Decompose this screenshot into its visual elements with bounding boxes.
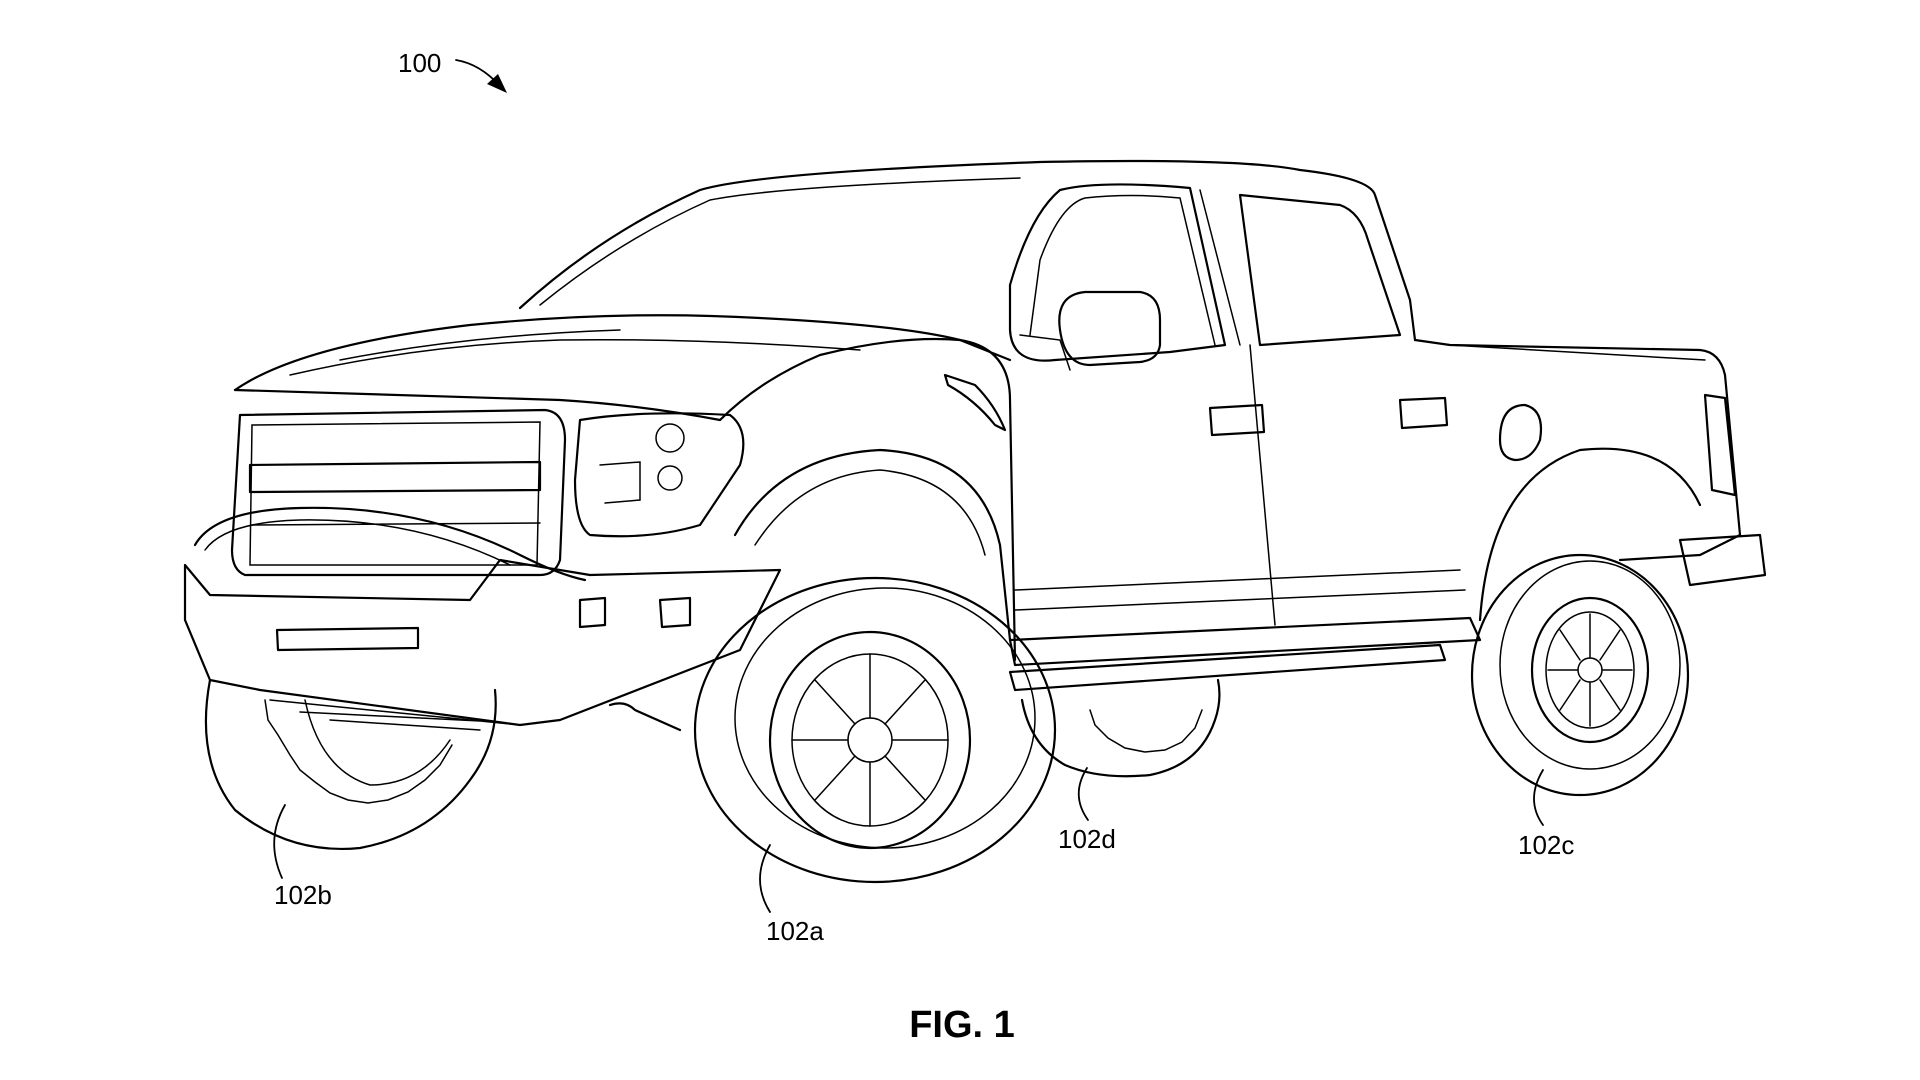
door-split	[1249, 344, 1276, 626]
rocker-panel	[1008, 616, 1482, 667]
front-wheel-arch	[733, 448, 1012, 642]
door-handle-rear	[1398, 396, 1449, 430]
body-side-line-2	[1014, 589, 1466, 611]
running-board	[1008, 643, 1447, 692]
headlight-lamp-1	[655, 423, 685, 453]
wheel-rear-left	[1020, 678, 1221, 778]
b-pillar	[1199, 189, 1241, 346]
fender-vent	[943, 373, 1007, 432]
hood-crease-1	[289, 338, 861, 376]
grille-bar	[248, 460, 542, 494]
rim-front-right	[768, 630, 972, 850]
headlight	[573, 412, 745, 538]
body-side-line	[1014, 569, 1461, 591]
spokes-front-right	[791, 653, 949, 827]
door-handle-front	[1208, 403, 1266, 437]
pickup-truck	[183, 159, 1767, 884]
skid-plate	[269, 699, 521, 731]
ref-arrowhead-vehicle	[487, 74, 507, 93]
ref-label-vehicle: 100	[398, 48, 441, 78]
rim-front-left	[304, 699, 451, 786]
spokes-rear-right	[1547, 613, 1633, 727]
front-window	[1029, 194, 1216, 346]
rear-bumper	[1678, 533, 1767, 587]
hood-front-edge	[233, 388, 722, 422]
ref-label-front-left: 102b	[274, 880, 332, 910]
tire-front-left	[204, 678, 497, 850]
tow-hook	[608, 702, 682, 732]
grille-frame	[230, 408, 567, 577]
bull-bar	[193, 506, 587, 582]
wheel-rear-right	[1470, 553, 1690, 797]
front-door-frame	[1008, 183, 1227, 362]
rear-wheel-arch	[1478, 447, 1702, 622]
side-mirror	[1058, 290, 1162, 367]
tread-front-left	[264, 699, 453, 804]
tire-tread-ring-rear-right	[1499, 560, 1681, 770]
headlight-lamp-2	[657, 465, 683, 491]
fog-light-right	[658, 596, 692, 629]
tread-rear-left	[1089, 709, 1203, 753]
hub-rear-right	[1577, 657, 1603, 683]
ref-lead-rear-right	[1533, 769, 1544, 826]
front-fender	[718, 337, 1017, 662]
fuel-door	[1498, 403, 1543, 462]
tire-rear-right	[1470, 553, 1690, 797]
bed-rail	[1449, 344, 1706, 361]
bull-bar-lower	[204, 519, 511, 566]
ref-label-rear-right: 102c	[1518, 830, 1574, 860]
hood	[233, 314, 1012, 392]
truck-bed	[1413, 338, 1742, 562]
rim-inner-rear-right	[1545, 611, 1635, 729]
wheel-front-left	[204, 678, 497, 850]
rear-window	[1238, 193, 1402, 347]
headlight-c-shape	[599, 461, 641, 504]
front-wheel-arch-inner	[754, 469, 986, 556]
ref-label-front-right: 102a	[766, 916, 824, 946]
tire-rear-left	[1020, 678, 1221, 778]
tail-light	[1703, 393, 1737, 497]
rim-rear-right	[1530, 596, 1650, 744]
tire-tread-ring-front-right	[734, 587, 1036, 849]
grille-inner	[249, 421, 541, 566]
wheel-front-right	[693, 576, 1057, 884]
mirror-arm	[1019, 334, 1071, 371]
ref-lead-rear-left	[1077, 767, 1089, 821]
ref-lead-front-right	[759, 844, 771, 913]
fog-light-left	[578, 596, 607, 629]
ref-lead-front-left	[273, 804, 286, 879]
bumper-light-bar	[275, 626, 420, 652]
cab-roof	[518, 159, 1417, 342]
hood-crease-2	[339, 329, 621, 361]
figure-caption: FIG. 1	[909, 1004, 1015, 1046]
tire-front-right	[693, 576, 1057, 884]
grille-lower-bar	[251, 522, 541, 526]
ref-label-rear-left: 102d	[1058, 824, 1116, 854]
windshield-inner	[539, 177, 1021, 306]
